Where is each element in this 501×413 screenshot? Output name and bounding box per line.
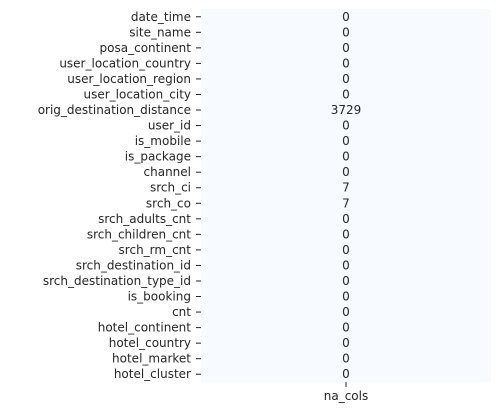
heatmap-cell <box>201 226 491 243</box>
cell-value-label: 0 <box>342 336 350 350</box>
heatmap-cell <box>201 133 491 150</box>
y-tick-label: user_location_region <box>67 72 191 86</box>
heatmap-cell <box>201 242 491 259</box>
cell-value-label: 0 <box>342 305 350 319</box>
cell-value-label: 0 <box>342 290 350 304</box>
heatmap-cell <box>201 86 491 103</box>
cell-value-label: 0 <box>342 274 350 288</box>
heatmap-cell <box>201 257 491 274</box>
heatmap-cell <box>201 288 491 305</box>
cell-value-label: 0 <box>342 243 350 257</box>
y-tick-label: srch_children_cnt <box>87 227 191 241</box>
heatmap-cell <box>201 366 491 383</box>
cell-value-label: 0 <box>342 87 350 101</box>
y-tick-label: srch_rm_cnt <box>119 243 192 257</box>
cell-value-label: 0 <box>342 212 350 226</box>
heatmap-cell <box>201 9 491 26</box>
y-tick-labels: date_timesite_nameposa_continentuser_loc… <box>38 10 192 381</box>
cell-value-label: 0 <box>342 56 350 70</box>
y-tick-label: user_location_country <box>59 56 191 70</box>
y-tick-label: hotel_continent <box>98 321 192 335</box>
y-tick-label: channel <box>144 165 191 179</box>
x-axis: na_cols <box>324 382 368 403</box>
heatmap-cell <box>201 148 491 165</box>
cell-value-label: 3729 <box>331 103 362 117</box>
cell-value-label: 0 <box>342 352 350 366</box>
cell-value-label: 0 <box>342 150 350 164</box>
heatmap-cell <box>201 179 491 196</box>
y-tick-label: hotel_market <box>112 352 191 366</box>
heatmap-cell <box>201 24 491 41</box>
y-tick-label: date_time <box>131 10 191 24</box>
y-tick-label: srch_co <box>146 196 191 210</box>
cell-value-label: 0 <box>342 134 350 148</box>
y-tick-marks <box>196 16 201 375</box>
heatmap-cell <box>201 195 491 212</box>
cell-value-label: 0 <box>342 119 350 133</box>
y-tick-label: srch_ci <box>150 181 191 195</box>
heatmap-cell <box>201 350 491 367</box>
y-tick-label: srch_adults_cnt <box>98 212 191 226</box>
y-tick-label: user_location_city <box>83 87 191 101</box>
heatmap-cell <box>201 40 491 57</box>
heatmap-cell <box>201 304 491 321</box>
y-tick-label: hotel_country <box>109 336 191 350</box>
y-tick-label: hotel_cluster <box>114 367 191 381</box>
y-tick-label: orig_destination_distance <box>38 103 191 117</box>
cell-value-label: 0 <box>342 321 350 335</box>
y-tick-label: srch_destination_id <box>76 258 191 272</box>
cell-value-label: 0 <box>342 367 350 381</box>
cell-value-label: 0 <box>342 25 350 39</box>
cell-value-label: 0 <box>342 72 350 86</box>
y-tick-label: site_name <box>129 25 191 39</box>
cell-value-label: 0 <box>342 41 350 55</box>
heatmap-cell <box>201 273 491 290</box>
cell-value-label: 7 <box>342 181 350 195</box>
y-tick-label: is_mobile <box>135 134 191 148</box>
cell-value-label: 0 <box>342 165 350 179</box>
heatmap-cells <box>201 9 491 383</box>
y-tick-label: posa_continent <box>100 41 192 55</box>
y-tick-label: cnt <box>172 305 191 319</box>
heatmap-cell <box>201 117 491 134</box>
cell-value-label: 0 <box>342 258 350 272</box>
cell-value-label: 0 <box>342 227 350 241</box>
heatmap-cell <box>201 102 491 119</box>
y-tick-label: is_booking <box>128 290 191 304</box>
heatmap-cell <box>201 55 491 72</box>
heatmap-cell <box>201 319 491 336</box>
heatmap-cell <box>201 164 491 181</box>
heatmap-cell <box>201 335 491 352</box>
cell-value-label: 0 <box>342 10 350 24</box>
y-tick-label: user_id <box>148 119 191 133</box>
x-tick-label: na_cols <box>324 389 368 403</box>
y-tick-label: is_package <box>125 150 191 164</box>
y-tick-label: srch_destination_type_id <box>43 274 191 288</box>
heatmap-cell <box>201 71 491 88</box>
cell-value-label: 7 <box>342 196 350 210</box>
heatmap-cell <box>201 211 491 228</box>
